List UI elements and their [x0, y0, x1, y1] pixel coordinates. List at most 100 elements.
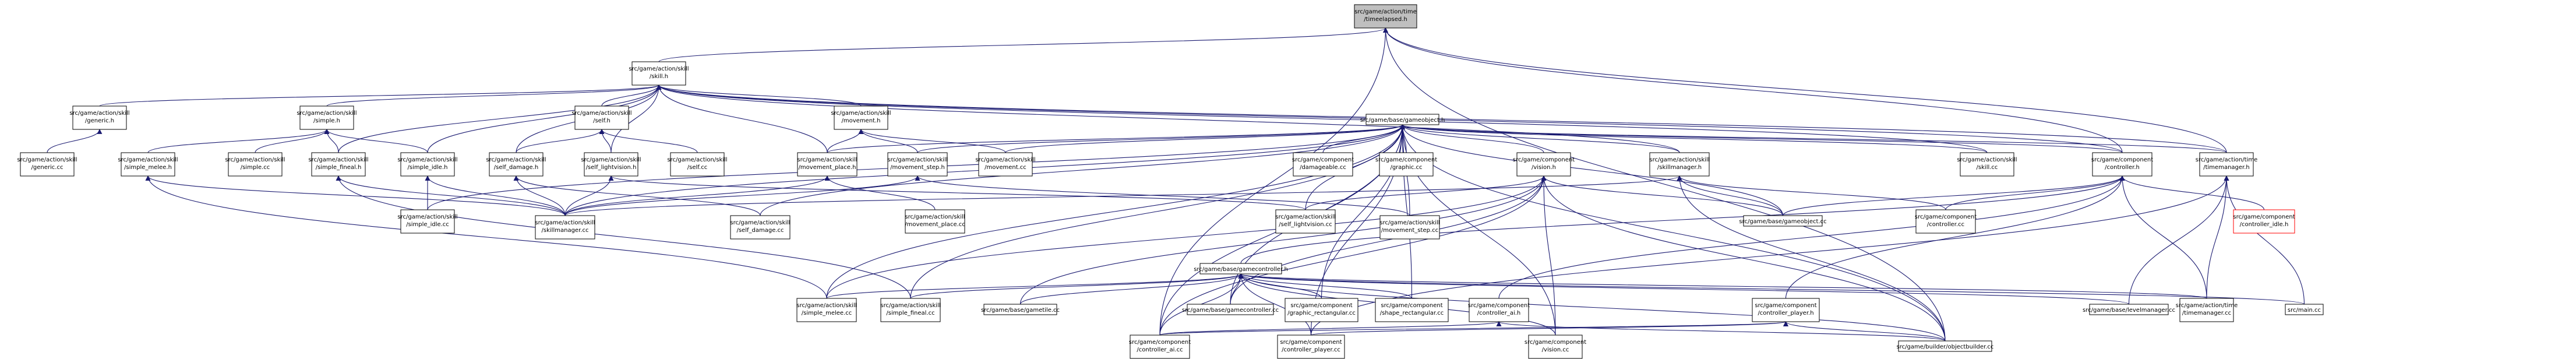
- node-self-lightvision-cc[interactable]: src/game/action/skill/self_lightvision.c…: [1275, 209, 1336, 234]
- node-skill-cc[interactable]: src/game/action/skill/skill.cc: [1957, 152, 2017, 177]
- node-levelmanager-cc[interactable]: src/game/base/levelmanager.cc: [2083, 304, 2175, 315]
- node-label: /graphic_rectangular.cc: [1287, 310, 1356, 316]
- edge-skill-h-to-timemanager-h: [656, 85, 2227, 153]
- edge-root-to-skill-h: [658, 27, 1388, 62]
- node-simple-idle-cc[interactable]: src/game/action/skill/simple_idle.cc: [397, 209, 458, 234]
- node-gamecontroller-cc[interactable]: src/game/base/gamecontroller.cc: [1182, 304, 1279, 315]
- node-box: [1528, 335, 1583, 359]
- node-movement-cc[interactable]: src/game/action/skill/movement.cc: [975, 152, 1036, 177]
- dependency-edges: [47, 27, 2305, 342]
- node-label: src/game/action/skill: [486, 157, 546, 163]
- node-gameobject-h[interactable]: src/game/base/gameobject.h: [1360, 114, 1445, 125]
- node-self-damage-cc[interactable]: src/game/action/skill/self_damage.cc: [730, 215, 791, 240]
- node-movement-place-cc[interactable]: src/game/action/skill/movement_place.cc: [905, 209, 965, 234]
- node-vision-h[interactable]: src/game/component/vision.h: [1513, 152, 1575, 177]
- node-shape-rectangular-cc[interactable]: src/game/component/shape_rectangular.cc: [1375, 298, 1449, 322]
- node-objectbuilder-cc[interactable]: src/game/builder/objectbuilder.cc: [1897, 340, 1994, 352]
- node-skillmanager-h[interactable]: src/game/action/skill/skillmanager.h: [1649, 152, 1710, 177]
- edge-skill-h-to-simple-h: [326, 85, 662, 107]
- node-generic-cc[interactable]: src/game/action/skill/generic.cc: [17, 152, 77, 177]
- node-gamecontroller-h[interactable]: src/game/base/gamecontroller.h: [1194, 263, 1288, 274]
- edge-generic-h-to-generic-cc: [47, 129, 103, 153]
- node-timemanager-cc[interactable]: src/game/action/time/timemanager.cc: [2176, 298, 2238, 322]
- edge-movement-step-h-to-skillmanager-cc: [564, 175, 920, 216]
- edge-gameobject-h-to-self-damage-cc: [760, 124, 1405, 216]
- node-label: src/game/action/skill: [887, 157, 947, 163]
- node-box: [1375, 298, 1449, 322]
- node-simple-melee-h[interactable]: src/game/action/skill/simple_melee.h: [118, 152, 178, 177]
- node-label: src/game/action/skill: [975, 157, 1035, 163]
- node-box: [2199, 152, 2254, 177]
- edge-controller-ai-h-to-controller-ai-cc: [1159, 321, 1501, 336]
- node-controller-ai-cc[interactable]: src/game/component/controller_ai.cc: [1129, 335, 1191, 359]
- node-simple-h[interactable]: src/game/action/skill/simple.h: [297, 105, 357, 130]
- node-generic-h[interactable]: src/game/action/skill/generic.h: [69, 105, 130, 130]
- node-movement-place-h[interactable]: src/game/action/skill/movement_place.h: [797, 152, 858, 177]
- node-label: /generic.cc: [31, 164, 63, 171]
- edge-movement-h-to-movement-step-h: [858, 129, 918, 153]
- node-label: /skillmanager.cc: [542, 227, 589, 234]
- node-label: src/game/action/skill: [831, 110, 891, 117]
- edge-vision-h-to-gametile-cc: [1019, 175, 1547, 305]
- node-label: /graphic.cc: [1390, 164, 1422, 171]
- node-damageable-cc[interactable]: src/game/component/damageable.cc: [1292, 152, 1354, 177]
- node-box: [1187, 304, 1274, 315]
- node-simple-melee-cc[interactable]: src/game/action/skill/simple_melee.cc: [796, 298, 857, 322]
- edge-simple-h-to-simple-fineal-h: [324, 129, 339, 153]
- node-graphic-rectangular-cc[interactable]: src/game/component/graphic_rectangular.c…: [1285, 298, 1358, 322]
- edge-simple-fineal-h-to-skillmanager-cc: [336, 175, 566, 216]
- node-main-cc[interactable]: src/main.cc: [2285, 304, 2324, 315]
- node-controller-cc[interactable]: src/game/component/controller.cc: [1915, 209, 1977, 234]
- node-skill-h[interactable]: src/game/action/skill/skill.h: [629, 61, 689, 86]
- node-controller-player-cc[interactable]: src/game/component/controller_player.cc: [1277, 335, 1345, 359]
- edge-movement-h-to-movement-place-h: [827, 129, 864, 153]
- node-label: src/game/action/skill: [308, 157, 368, 163]
- node-controller-ai-h[interactable]: src/game/component/controller_ai.h: [1468, 298, 1530, 322]
- node-box: [2285, 304, 2324, 315]
- node-box: [1130, 335, 1190, 359]
- node-box: [1365, 114, 1439, 125]
- node-label: /movement_step.cc: [1381, 227, 1438, 234]
- edge-vision-h-to-gamecontroller-cc: [1230, 175, 1547, 305]
- node-gameobject-cc[interactable]: src/game/base/gameobject.cc: [1739, 215, 1827, 227]
- node-simple-idle-h[interactable]: src/game/action/skill/simple_idle.h: [397, 152, 458, 177]
- node-simple-fineal-h[interactable]: src/game/action/skill/simple_fineal.h: [308, 152, 369, 177]
- node-label: src/game/component: [1755, 302, 1816, 309]
- node-self-damage-h[interactable]: src/game/action/skill/self_damage.h: [486, 152, 546, 177]
- node-label: src/game/base/gamecontroller.cc: [1182, 307, 1279, 314]
- node-label: src/game/action/skill: [1649, 157, 1709, 163]
- node-label: src/game/action/time: [2196, 157, 2257, 163]
- node-label: src/game/component: [2091, 157, 2153, 163]
- node-label: /timemanager.cc: [2182, 310, 2231, 316]
- edge-simple-h-to-simple-idle-h: [324, 129, 428, 153]
- node-controller-idle-h[interactable]: src/game/component/controller_idle.h: [2233, 209, 2295, 234]
- node-label: src/game/action/skill: [730, 220, 790, 226]
- node-movement-h[interactable]: src/game/action/skill/movement.h: [831, 105, 891, 130]
- node-label: /simple_idle.cc: [406, 221, 449, 228]
- node-label: src/game/action/skill: [397, 214, 457, 220]
- edge-self-lightvision-h-to-skillmanager-cc: [564, 175, 614, 216]
- node-movement-step-cc[interactable]: src/game/action/skill/movement_step.cc: [1379, 215, 1440, 240]
- node-box: [228, 152, 283, 177]
- node-root[interactable]: src/game/action/time/timeelapsed.h: [1354, 4, 1417, 29]
- node-self-h[interactable]: src/game/action/skill/self.h: [571, 105, 632, 130]
- node-controller-h[interactable]: src/game/component/controller.h: [2091, 152, 2153, 177]
- node-box: [1915, 209, 1976, 234]
- node-self-lightvision-h[interactable]: src/game/action/skill/self_lightvision.h: [581, 152, 641, 177]
- node-self-cc[interactable]: src/game/action/skill/self.cc: [667, 152, 728, 177]
- edge-simple-h-to-simple-melee-h: [147, 129, 330, 153]
- node-graphic-cc[interactable]: src/game/component/graphic.cc: [1375, 152, 1437, 177]
- node-simple-fineal-cc[interactable]: src/game/action/skill/simple_fineal.cc: [880, 298, 941, 322]
- node-box: [1898, 340, 1992, 352]
- node-skillmanager-cc[interactable]: src/game/action/skill/skillmanager.cc: [535, 215, 595, 240]
- edge-vision-h-to-objectbuilder-cc: [1541, 175, 1946, 342]
- node-box: [1354, 4, 1417, 29]
- node-simple-cc[interactable]: src/game/action/skill/simple.cc: [225, 152, 285, 177]
- node-timemanager-h[interactable]: src/game/action/time/timemanager.h: [2196, 152, 2257, 177]
- node-label: /controller_ai.cc: [1137, 347, 1183, 353]
- node-box: [1516, 152, 1571, 177]
- node-movement-step-h[interactable]: src/game/action/skill/movement_step.h: [887, 152, 948, 177]
- node-gametile-cc[interactable]: src/game/base/gametile.cc: [981, 304, 1060, 315]
- node-controller-player-h[interactable]: src/game/component/controller_player.h: [1752, 298, 1820, 322]
- node-vision-cc[interactable]: src/game/component/vision.cc: [1525, 335, 1586, 359]
